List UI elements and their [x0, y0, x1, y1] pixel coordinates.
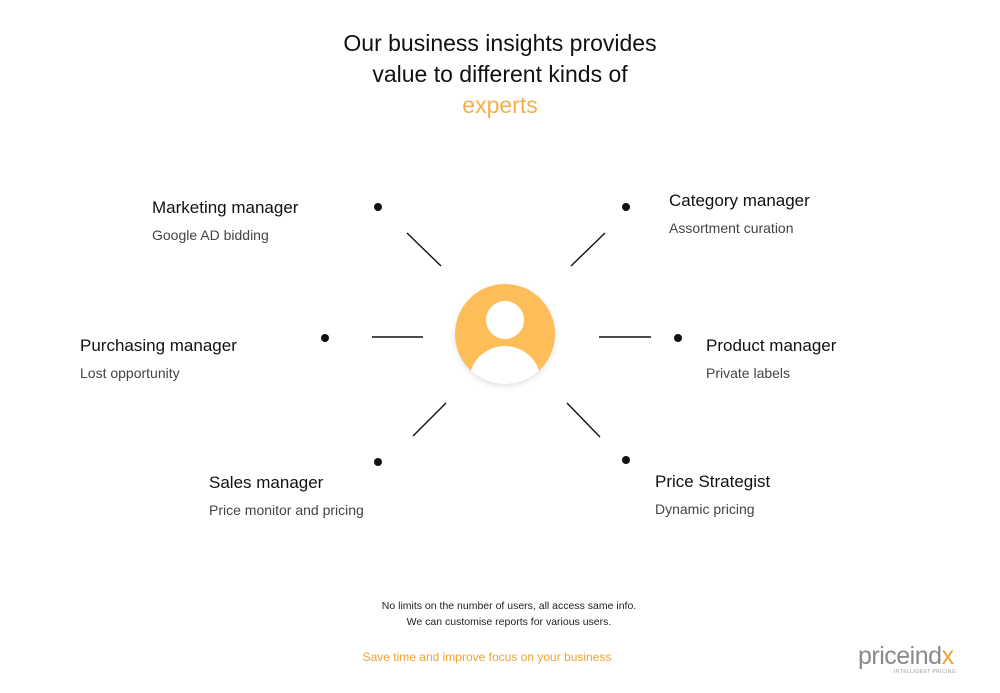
role-product: Product manager Private labels — [706, 336, 836, 381]
title-line-2: value to different kinds of — [372, 61, 628, 87]
tagline: Save time and improve focus on your busi… — [362, 650, 612, 664]
user-avatar-icon — [455, 284, 555, 384]
role-name: Category manager — [669, 191, 810, 210]
title-line-1: Our business insights provides — [343, 30, 657, 56]
role-name: Sales manager — [209, 473, 324, 492]
footer-line-1: No limits on the number of users, all ac… — [381, 600, 637, 612]
connector-category — [570, 232, 606, 267]
role-desc: Google AD bidding — [152, 227, 269, 243]
dot-product — [674, 334, 682, 342]
logo-word-accent: x — [941, 642, 955, 670]
role-desc: Lost opportunity — [80, 365, 180, 381]
role-desc: Dynamic pricing — [655, 501, 755, 517]
logo-subtitle: INTELLIGENT PRICING — [894, 669, 956, 675]
dot-marketing — [374, 203, 382, 211]
role-category: Category manager Assortment curation — [669, 191, 810, 236]
connector-sales — [412, 402, 447, 437]
page-title: Our business insights provides value to … — [0, 28, 1000, 121]
logo-word-main: priceind — [858, 642, 942, 670]
logo-wordmark: priceindx — [858, 643, 968, 669]
role-desc: Price monitor and pricing — [209, 502, 364, 518]
role-sales: Sales manager Price monitor and pricing — [209, 473, 364, 518]
dot-category — [622, 203, 630, 211]
role-desc: Assortment curation — [669, 220, 794, 236]
role-purchasing: Purchasing manager Lost opportunity — [80, 336, 237, 381]
role-desc: Private labels — [706, 365, 791, 381]
connector-marketing — [406, 232, 442, 267]
priceindx-logo: priceindx INTELLIGENT PRICING — [858, 643, 968, 675]
role-name: Purchasing manager — [80, 336, 237, 355]
dot-purchasing — [321, 334, 329, 342]
role-marketing: Marketing manager Google AD bidding — [152, 198, 298, 243]
connector-strategist — [566, 402, 601, 438]
role-name: Product manager — [706, 336, 837, 355]
avatar-body — [469, 346, 541, 384]
footer-note: No limits on the number of users, all ac… — [0, 598, 1000, 630]
role-strategist: Price Strategist Dynamic pricing — [655, 472, 770, 517]
avatar-head — [486, 301, 524, 339]
title-accent: experts — [462, 92, 538, 118]
footer-line-2: We can customise reports for various use… — [406, 616, 612, 628]
dot-strategist — [622, 456, 630, 464]
dot-sales — [374, 458, 382, 466]
role-name: Marketing manager — [152, 198, 299, 217]
role-name: Price Strategist — [655, 472, 771, 491]
